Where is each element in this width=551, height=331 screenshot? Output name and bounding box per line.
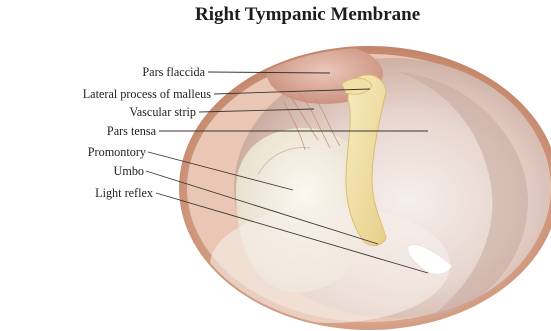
label-vascular-strip: Vascular strip xyxy=(129,105,196,119)
label-lateral-process-of-malleus: Lateral process of malleus xyxy=(83,87,212,101)
label-promontory: Promontory xyxy=(88,145,147,159)
label-light-reflex: Light reflex xyxy=(95,186,153,200)
label-pars-flaccida: Pars flaccida xyxy=(142,65,205,79)
label-umbo: Umbo xyxy=(114,164,144,178)
label-pars-tensa: Pars tensa xyxy=(107,124,157,138)
